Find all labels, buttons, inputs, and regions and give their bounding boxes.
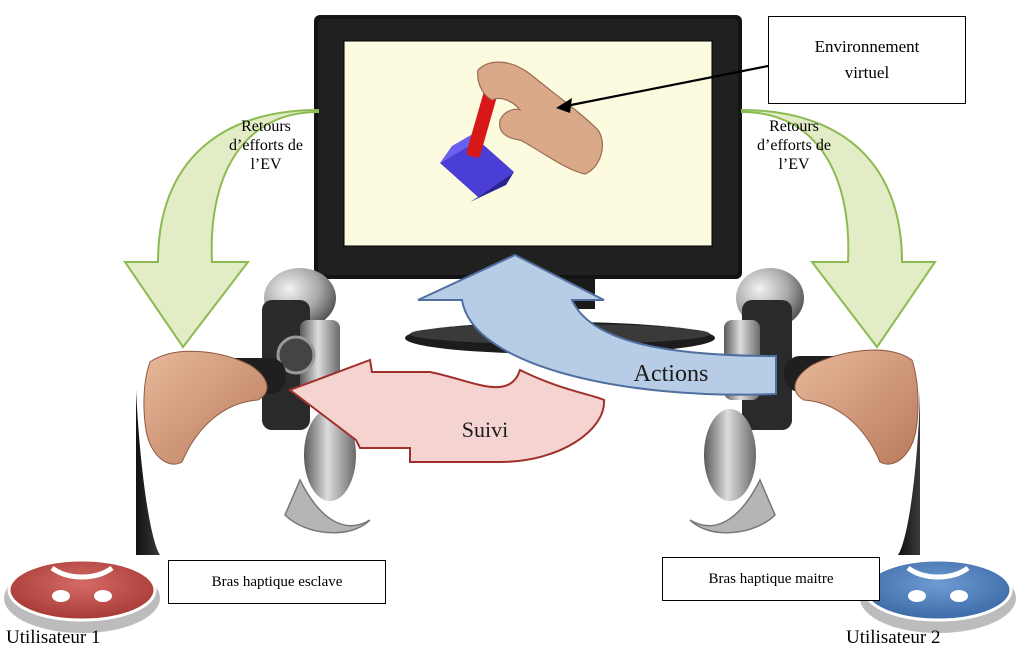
user2-icon [860,558,1016,633]
callout-arrowhead [556,98,572,113]
right-feedback-line-2: d’efforts de [757,137,831,155]
left-hand [143,350,268,465]
red-stick [466,88,498,158]
left-feedback-line-2: d’efforts de [229,137,303,155]
right-device-label: Bras haptique maitre [708,570,834,587]
left-feedback-line-1: Retours [241,118,291,135]
suivi-label: Suivi [461,417,509,442]
callout-arrow-line [565,64,769,108]
right-feedback-line-3: l’EV [778,156,810,174]
user2-label: Utilisateur 2 [846,627,941,648]
environment-label-box: Environnement virtuel [768,16,966,104]
left-device-label: Bras haptique esclave [211,573,343,590]
right-feedback-label: Retours d’efforts de l’EV [742,117,846,175]
left-sleeve [136,390,160,555]
virtual-hand [477,61,603,175]
virtual-scene [440,61,603,202]
environment-label: Environnement virtuel [814,36,920,82]
right-device-label-box: Bras haptique maitre [662,557,880,601]
right-feedback-line-1: Retours [769,118,819,135]
suivi-arrow [287,358,606,463]
blue-cube [440,140,514,197]
right-hand [794,349,919,465]
actions-arrow [417,253,777,396]
left-feedback-arrow [123,108,319,349]
left-feedback-line-3: l’EV [250,156,282,174]
right-feedback-arrow [741,108,937,349]
left-feedback-label: Retours d’efforts de l’EV [214,117,318,175]
actions-label: Actions [633,361,709,387]
user1-label: Utilisateur 1 [6,627,101,648]
user1-icon [4,558,160,633]
right-sleeve [898,390,920,555]
left-device-label-box: Bras haptique esclave [168,560,386,604]
